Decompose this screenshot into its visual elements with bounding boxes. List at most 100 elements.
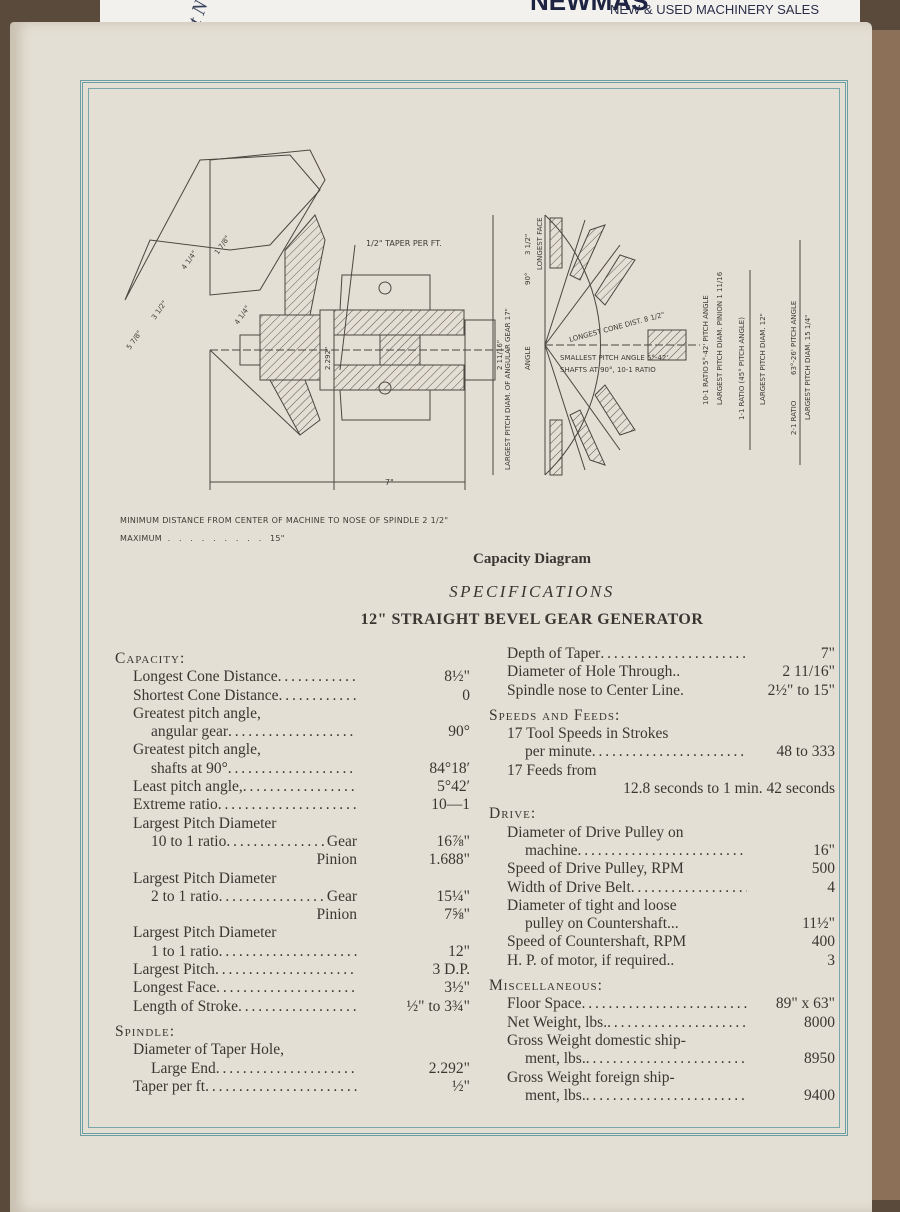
diagram-label: 5°-42' PITCH ANGLE [702, 295, 710, 365]
leader-dots [586, 1087, 747, 1105]
spec-label-group: Greatest pitch angle, [133, 705, 357, 723]
diagram-label: LARGEST PITCH DIAM. 15 1/4" [804, 315, 812, 420]
spec-row: Diameter of Hole Through..2 11/16" [489, 663, 835, 681]
diagram-caption: Capacity Diagram [473, 551, 591, 567]
diagram-label: SHAFTS AT 90°, 10-1 RATIO [560, 366, 656, 374]
spec-label-group: Longest Face [133, 979, 357, 997]
spec-row: shafts at 90°84°18′ [115, 760, 470, 778]
spec-row: pulley on Countershaft...11½" [489, 915, 835, 933]
spec-label-group: Diameter of tight and loose [507, 897, 747, 915]
leader-dots [243, 778, 357, 796]
leader-dots [607, 1014, 747, 1032]
spec-label-group: ment, lbs. [525, 1087, 747, 1105]
spec-value: 8950 [804, 1050, 835, 1068]
spec-value [747, 725, 835, 743]
leader-dots [592, 743, 747, 761]
spec-row: Largest Pitch Diameter [115, 815, 470, 833]
specs-left-column: Capacity:Longest Cone Distance8½"Shortes… [115, 650, 470, 1096]
spec-value: 11½" [802, 915, 835, 933]
spec-row: machine16" [489, 842, 835, 860]
min-distance-note: MINIMUM DISTANCE FROM CENTER OF MACHINE … [120, 516, 449, 525]
spec-label-group: Largest Pitch [133, 961, 357, 979]
spec-row: Diameter of tight and loose [489, 897, 835, 915]
spec-row: 12.8 seconds to 1 min. 42 seconds [489, 780, 835, 798]
spec-row: Floor Space89" x 63" [489, 995, 835, 1013]
spec-label-group: angular gear [151, 723, 357, 741]
spec-label: Speed of Countershaft, RPM [507, 933, 687, 951]
spec-label: Taper per ft [133, 1077, 206, 1095]
spec-value: 2½" to 15" [767, 681, 835, 699]
diagram-label: 90° [524, 273, 532, 285]
spec-value [747, 1032, 835, 1050]
spec-row: Taper per ft ½" [115, 1078, 470, 1096]
spec-label-group: Gross Weight domestic ship- [507, 1032, 747, 1050]
spec-row: Greatest pitch angle, [115, 741, 470, 759]
spec-label: Largest Pitch Diameter [133, 924, 277, 942]
diagram-label: 3 1/2" [524, 234, 532, 255]
spec-value: 16⅞" [436, 832, 470, 850]
machine-title: 12" STRAIGHT BEVEL GEAR GENERATOR [360, 611, 704, 628]
spec-row: Least pitch angle,5°42′ [115, 778, 470, 796]
spec-label-group: Largest Pitch Diameter [133, 924, 357, 942]
spec-label-group: Extreme ratio [133, 796, 357, 814]
gear-capacity-drawing [492, 214, 801, 476]
spec-label: Diameter of tight and loose [507, 896, 677, 914]
spec-label: Greatest pitch angle, [133, 741, 261, 759]
spec-value [357, 1041, 470, 1059]
spec-label-group: Gross Weight foreign ship- [507, 1069, 747, 1087]
spec-row: 1 to 1 ratio12" [115, 943, 470, 961]
leader-dots [278, 668, 357, 686]
spec-label-group: Longest Cone Distance [133, 668, 357, 686]
spec-row: Spindle nose to Center Line. 2½" to 15" [489, 682, 835, 700]
leader-dots [578, 842, 747, 860]
spec-row: Depth of Taper 7" [489, 645, 835, 663]
spec-row: Diameter of Drive Pulley on [489, 824, 835, 842]
spec-row: ment, lbs.9400 [489, 1087, 835, 1105]
section-heading: Spindle: [115, 1022, 176, 1040]
spec-value: 2 11/16" [782, 663, 835, 681]
diagram-label: 63°-26' PITCH ANGLE [790, 301, 798, 375]
spec-label: Largest Pitch Diameter [133, 869, 277, 887]
spec-label-group: Pinion [151, 851, 357, 869]
diagram-label: 2.292" [324, 347, 332, 370]
spec-label: Extreme ratio [133, 796, 218, 814]
spec-label: Least pitch angle, [133, 778, 243, 796]
spec-value: 500 [811, 860, 835, 878]
spec-value: 15¼" [436, 887, 470, 905]
spec-value [357, 870, 470, 888]
spec-label: Gross Weight foreign ship- [507, 1068, 675, 1086]
spindle-section-drawing [124, 149, 510, 490]
spec-label: Speed of Drive Pulley, RPM [507, 860, 684, 878]
spec-label-group: H. P. of motor, if required.. [507, 952, 747, 970]
spec-value [747, 897, 835, 915]
spec-label: Shortest Cone Distance [133, 686, 279, 704]
spec-row: ment, lbs.8950 [489, 1050, 835, 1068]
spec-value: 7" [820, 645, 835, 662]
spec-label: Large End [151, 1059, 216, 1077]
spec-value: 89" x 63" [775, 995, 835, 1013]
spec-value: ½" [452, 1077, 470, 1095]
spec-label-group: Diameter of Drive Pulley on [507, 824, 747, 842]
spec-label-group: Spindle nose to Center Line. [507, 682, 747, 700]
spec-label: Length of Stroke [133, 997, 239, 1015]
spec-label-group: per minute [525, 743, 747, 761]
spec-label: Largest Pitch Diameter [133, 814, 277, 832]
spec-label-group: machine [525, 842, 747, 860]
spec-label-group: shafts at 90° [151, 760, 357, 778]
leader-dots [600, 645, 747, 663]
spec-label-group: Largest Pitch Diameter [133, 815, 357, 833]
spec-label-group: Width of Drive Belt [507, 879, 747, 897]
spec-label: Depth of Taper [507, 645, 601, 662]
spec-label-group: 17 Feeds from [507, 762, 747, 780]
spec-row: Width of Drive Belt4 [489, 879, 835, 897]
spec-label: 10 to 1 ratio [151, 832, 227, 850]
spec-value: 0 [462, 686, 470, 704]
section-heading: Capacity: [115, 650, 186, 667]
spec-label: 2 to 1 ratio [151, 887, 219, 905]
spec-value: 3 D.P. [432, 961, 470, 979]
spec-row: Diameter of Taper Hole, [115, 1041, 470, 1059]
leader-dots [218, 796, 357, 814]
spec-label-group: Least pitch angle, [133, 778, 357, 796]
